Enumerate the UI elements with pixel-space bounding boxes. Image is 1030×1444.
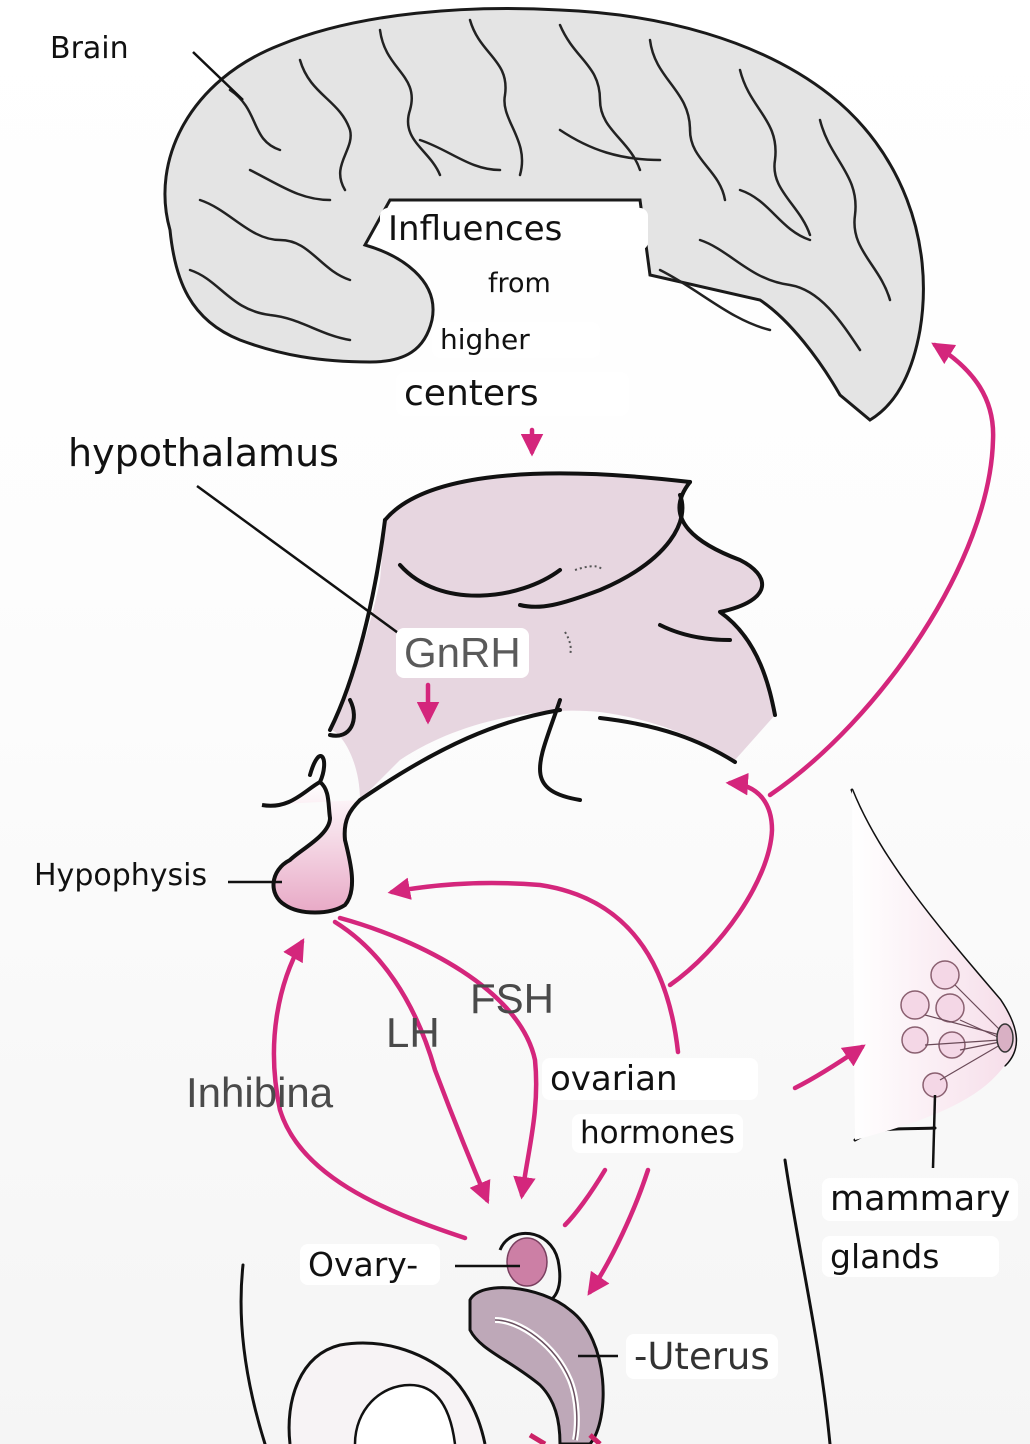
brain-illustration [163,7,925,422]
hypothalamus-leader-line [196,484,406,640]
arrow-ovarian-to-pituitary [387,877,681,1055]
label-brain: Brain [50,31,129,66]
label-hypothalamus: hypothalamus [68,431,339,475]
pituitary-illustration [261,754,362,915]
label-lh: LH [386,1009,440,1056]
label-hypophysis: Hypophysis [34,858,208,893]
label-glands: glands [822,1236,1000,1277]
label-inhibina: Inhibina [186,1069,334,1116]
label-uterus: -Uterus [626,1334,778,1379]
arrow-hormones-to-uterus [587,1167,651,1296]
hypothalamus-illustration [328,471,777,802]
arrow-to-brain [767,342,996,798]
label-mammary: mammary [822,1178,1019,1221]
arrow-lh [332,919,491,1205]
arrow-fsh [337,915,539,1200]
reproductive-organs-illustration [287,1231,605,1444]
mammary-illustration [852,790,1016,1169]
label-influences: Influences [380,208,649,250]
label-ovary: Ovary- [300,1244,441,1285]
label-gnrh: GnRH [396,628,529,678]
arrow-hormones-to-ovary [562,1167,608,1228]
label-fsh: FSH [470,975,554,1022]
arrow-inhibina [271,938,468,1241]
brain-leader-line [192,51,244,101]
arrow-to-mammary [792,1044,866,1091]
label-ovarian: ovarian [542,1058,758,1100]
label-centers: centers [396,372,629,416]
label-higher: higher [432,322,600,358]
label-hormones: hormones [572,1114,743,1153]
label-from: from [488,268,551,299]
arrow-ovarian-to-hypothalamus [667,772,775,988]
